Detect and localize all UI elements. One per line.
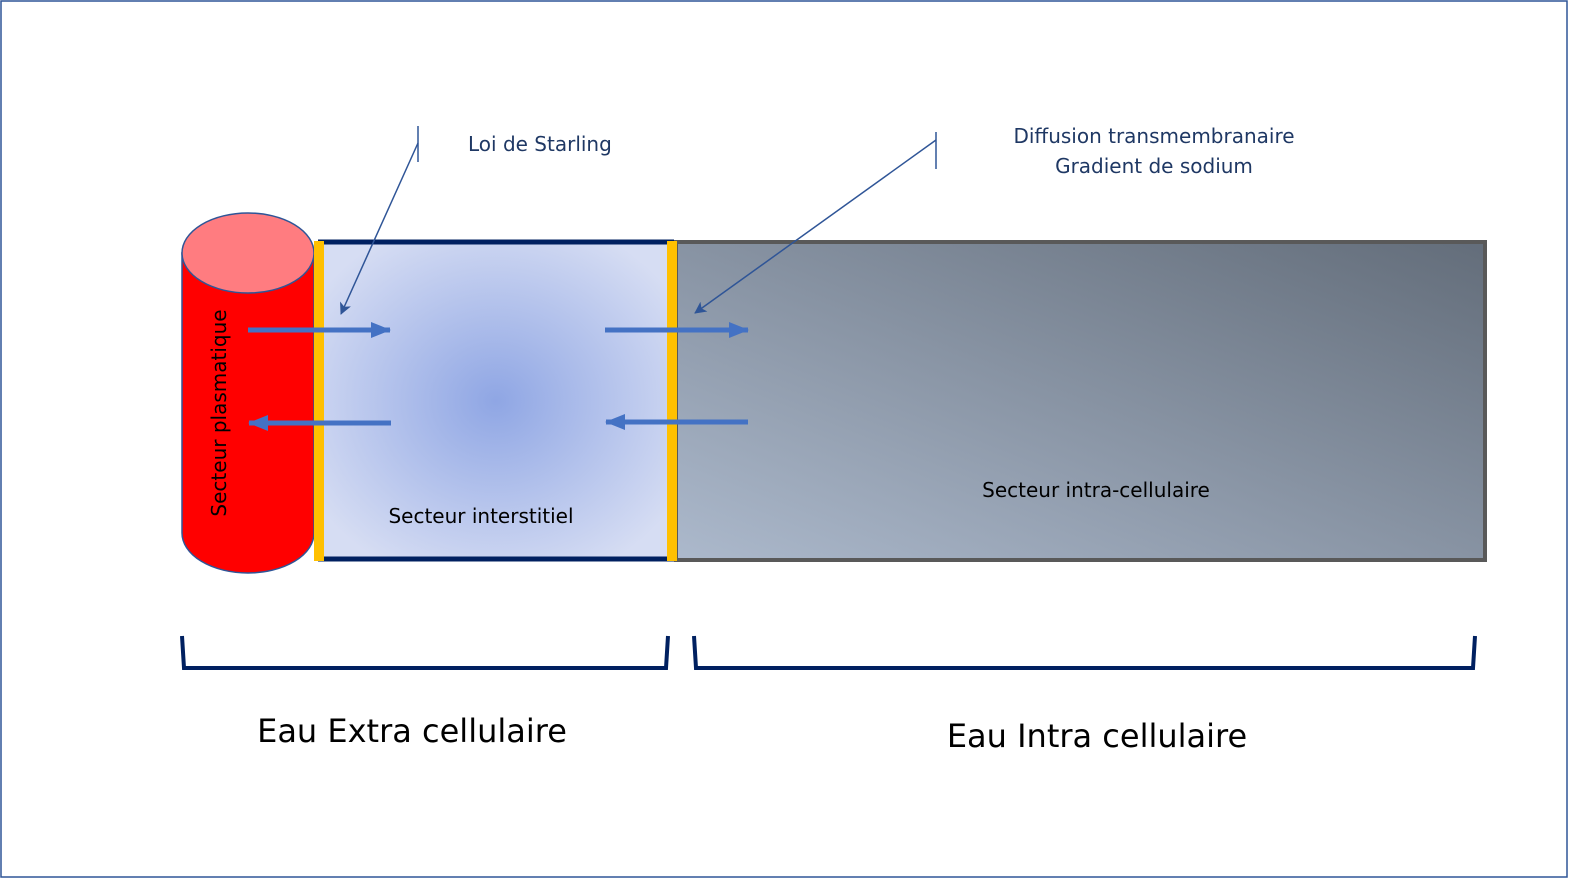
diffusion-callout-line	[694, 132, 937, 314]
interstitial-sector-label: Secteur interstitiel	[388, 504, 573, 528]
capillary-membrane	[314, 241, 324, 561]
interstitial-compartment	[318, 242, 674, 560]
plasma-cylinder	[181, 212, 315, 574]
intracellular-bracket	[692, 635, 1477, 670]
diffusion-label: Diffusion transmembranaire	[1013, 124, 1294, 148]
cell-membrane	[667, 241, 677, 561]
starling-label: Loi de Starling	[468, 132, 612, 156]
sodium-gradient-label: Gradient de sodium	[1055, 154, 1253, 178]
intracellular-sector-label: Secteur intra-cellulaire	[982, 478, 1210, 502]
extracellular-bracket	[180, 635, 670, 670]
starling-callout-line	[340, 126, 419, 315]
intracellular-compartment	[674, 240, 1487, 562]
plasma-sector-label: Secteur plasmatique	[207, 309, 231, 516]
intracellular-water-label: Eau Intra cellulaire	[947, 717, 1247, 755]
extracellular-water-label: Eau Extra cellulaire	[257, 712, 567, 750]
